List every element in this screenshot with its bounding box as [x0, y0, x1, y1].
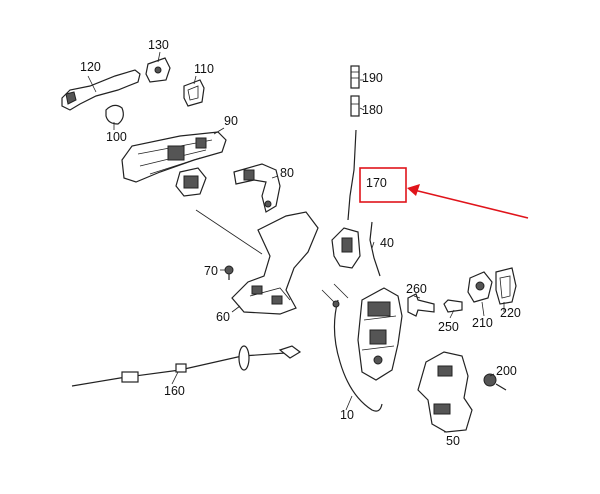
part-170-actuator[interactable]: [331, 129, 361, 269]
callout-250-label[interactable]: 260: [406, 282, 427, 296]
lock-assembly[interactable]: [357, 287, 403, 381]
part-120-outer-handle[interactable]: [61, 69, 141, 111]
part-80-bracket[interactable]: [233, 163, 281, 213]
callout-110-label[interactable]: 110: [194, 62, 214, 76]
callout-160-label[interactable]: 160: [164, 384, 185, 398]
part-210-striker-bracket[interactable]: [495, 267, 517, 305]
part-70-screw[interactable]: [224, 265, 234, 280]
part-10-cable[interactable]: [332, 299, 383, 412]
callout-10-label[interactable]: 10: [340, 408, 354, 422]
callout-120-label[interactable]: 120: [80, 60, 101, 74]
part-220-pin[interactable]: [443, 299, 463, 313]
part-260-screw[interactable]: [483, 373, 507, 391]
part-130-cap[interactable]: [145, 57, 171, 83]
callout-190-label[interactable]: 190: [362, 71, 383, 85]
callout-60-label[interactable]: 60: [216, 310, 230, 324]
callout-210-label[interactable]: 220: [500, 306, 521, 320]
callout-90-label[interactable]: 90: [224, 114, 238, 128]
callout-220-label[interactable]: 250: [438, 320, 459, 334]
callout-200-label[interactable]: 210: [472, 316, 493, 330]
callout-180-label[interactable]: 180: [362, 103, 383, 117]
part-90-handle-carrier[interactable]: [121, 131, 227, 197]
part-200-striker[interactable]: [467, 271, 493, 303]
callout-80-label[interactable]: 80: [280, 166, 294, 180]
leader-lines: [87, 51, 505, 433]
callout-130-label[interactable]: 130: [148, 38, 169, 52]
part-190-rod-end[interactable]: [350, 65, 360, 89]
part-180-rod-clip[interactable]: [350, 95, 360, 117]
callout-260-label[interactable]: 200: [496, 364, 517, 378]
part-40-rod[interactable]: [369, 221, 381, 277]
callout-100-label[interactable]: 100: [106, 130, 127, 144]
part-50-housing[interactable]: [417, 351, 473, 433]
callout-40-label[interactable]: 40: [380, 236, 394, 250]
part-110-gasket[interactable]: [183, 79, 205, 107]
part-160-cable[interactable]: [71, 345, 302, 387]
callout-70-label[interactable]: 70: [204, 264, 218, 278]
part-250-bolt[interactable]: [407, 293, 435, 317]
callout-170-label[interactable]: 170: [366, 176, 387, 190]
part-100-cover[interactable]: [105, 104, 124, 125]
part-60-inner-panel[interactable]: [231, 211, 319, 315]
callout-50-label[interactable]: 50: [446, 434, 460, 448]
